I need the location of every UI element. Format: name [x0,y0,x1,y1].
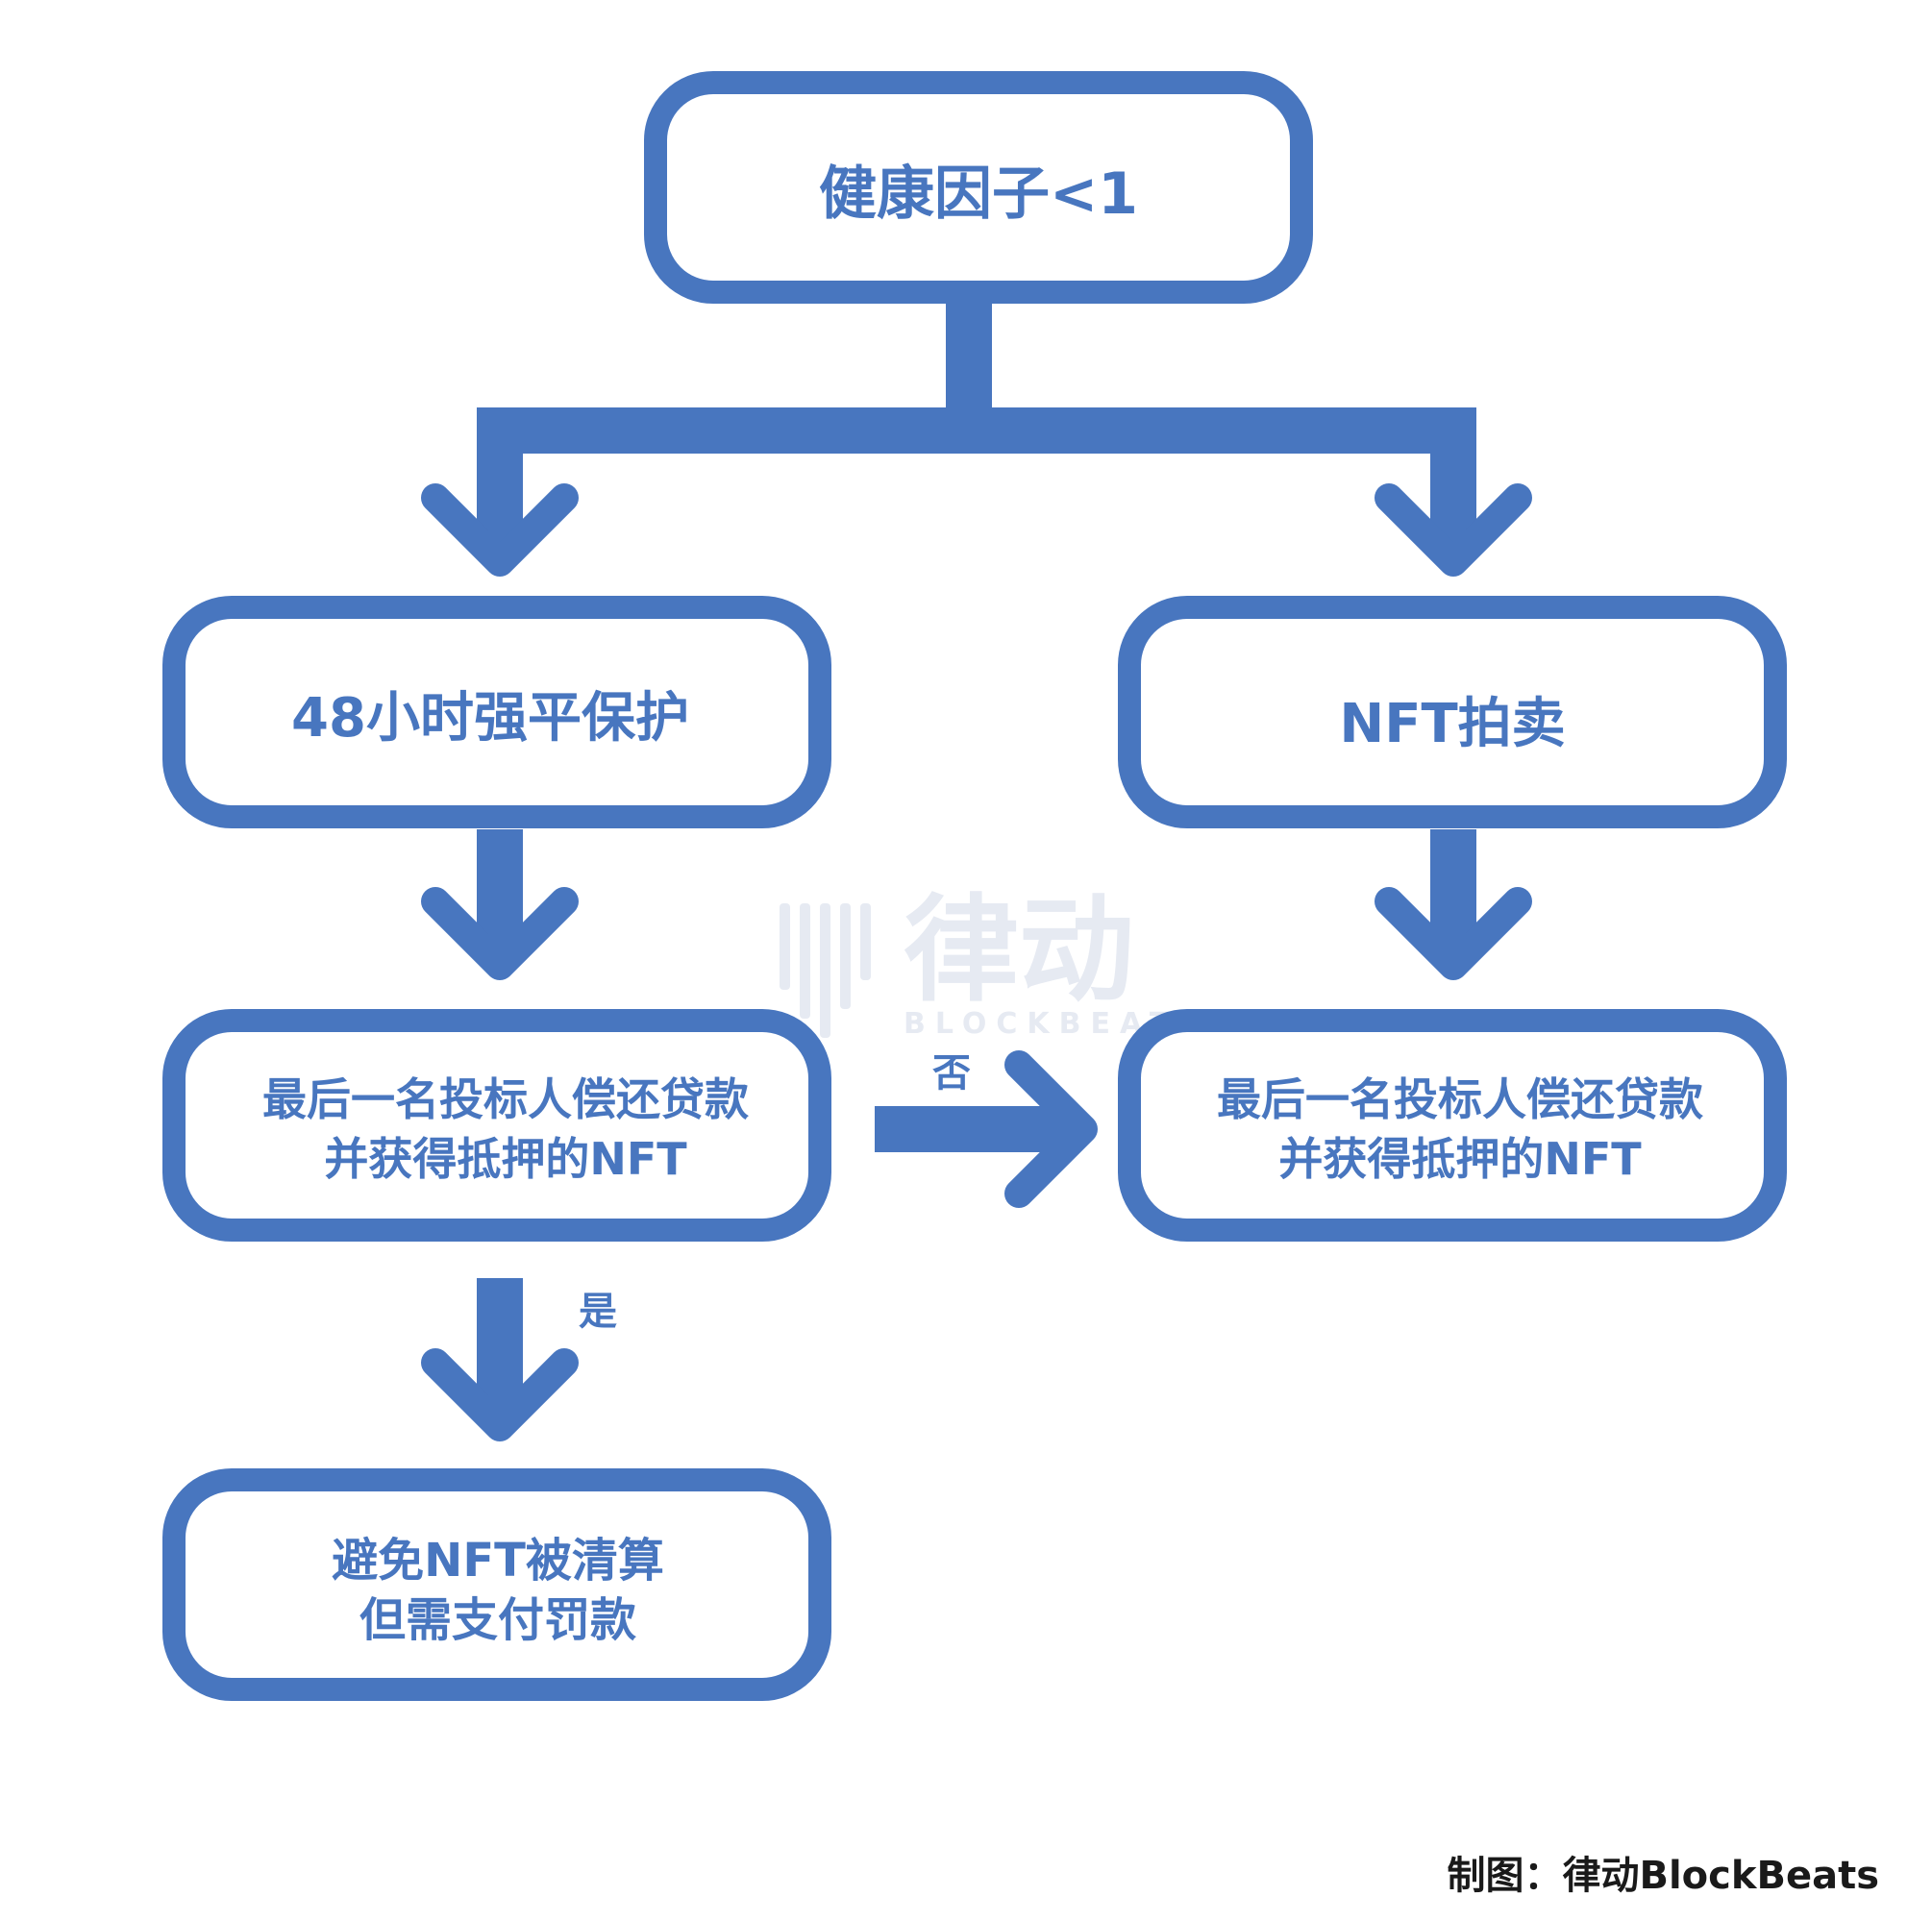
node-last-bidder-left: 最后一名投标人偿还贷款 并获得抵押的NFT [162,1009,831,1242]
node-last-bidder-right-line2: 并获得抵押的NFT [1278,1133,1642,1185]
arrow-right-no [1004,1050,1098,1208]
node-liquidation-protection: 48小时强平保护 [162,596,831,828]
node-last-bidder-right: 最后一名投标人偿还贷款 并获得抵押的NFT [1118,1009,1787,1242]
connector-top-split [477,300,1476,552]
arrow-down-yes [421,1348,579,1441]
arrow-down-right-1 [1375,483,1532,577]
credit-text: 制图：律动BlockBeats [1447,1854,1879,1898]
node-last-bidder-left-line1: 最后一名投标人偿还贷款 [262,1073,749,1125]
node-avoid-liquidation: 避免NFT被清算 但需支付罚款 [162,1468,831,1701]
arrow-down-left-1 [421,483,579,577]
node-avoid-liquidation-line2: 但需支付罚款 [359,1593,636,1647]
arrow-down-right-2 [1375,887,1532,980]
node-last-bidder-right-line1: 最后一名投标人偿还贷款 [1217,1073,1703,1125]
node-nft-auction-label: NFT拍卖 [1339,693,1565,755]
node-health-factor-label: 健康因子<1 [819,160,1138,228]
arrow-down-left-2 [421,887,579,980]
node-nft-auction: NFT拍卖 [1118,596,1787,828]
node-liquidation-protection-label: 48小时强平保护 [291,687,689,750]
node-last-bidder-left-line2: 并获得抵押的NFT [324,1133,687,1185]
edge-label-yes: 是 [579,1290,617,1334]
watermark-logo: 律动 BLOCKBEATS [780,884,1200,1041]
edge-label-no: 否 [932,1051,971,1096]
node-avoid-liquidation-line1: 避免NFT被清算 [332,1534,664,1588]
node-health-factor: 健康因子<1 [644,71,1313,304]
watermark-text: 律动 [904,884,1134,1018]
